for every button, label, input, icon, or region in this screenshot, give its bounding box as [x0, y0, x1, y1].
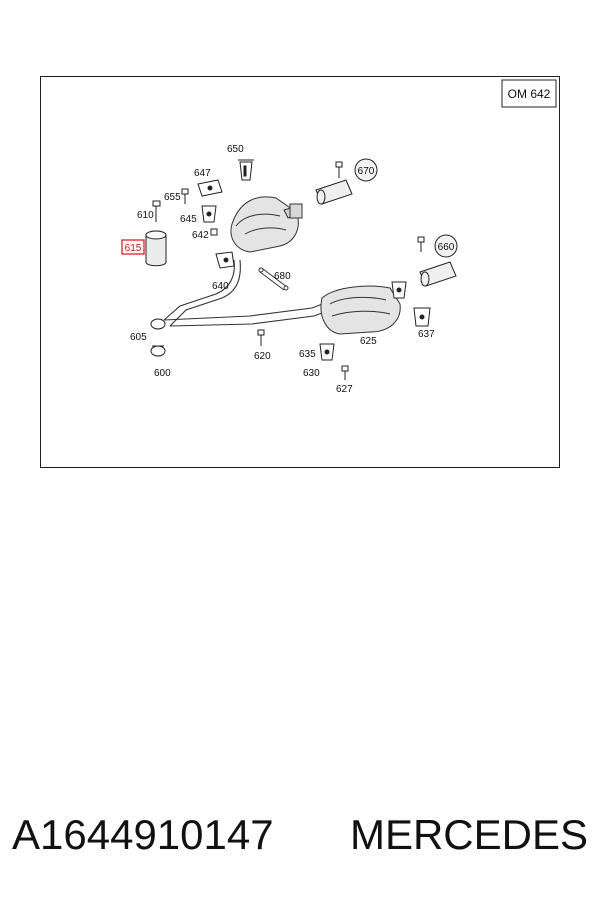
label-642: 642 — [192, 230, 209, 241]
hanger-637 — [413, 307, 431, 327]
rear-silencer — [320, 285, 401, 335]
damper-615 — [145, 230, 167, 267]
label-605: 605 — [130, 332, 147, 343]
reference-660: 660 — [434, 234, 458, 258]
svg-text:660: 660 — [438, 242, 455, 253]
pipe-640 — [163, 259, 241, 327]
label-630: 630 — [303, 368, 320, 379]
exploded-parts-diagram: OM 642 — [40, 76, 560, 468]
label-625: 625 — [360, 336, 377, 347]
label-637: 637 — [418, 329, 435, 340]
label-645: 645 — [180, 214, 197, 225]
brand-name: MERCEDES — [349, 811, 588, 858]
tailpipe-670 — [315, 179, 353, 205]
diagram-border — [40, 76, 560, 468]
product-caption: A1644910147 MERCEDES — [0, 800, 600, 870]
part-number: A1644910147 — [12, 811, 274, 858]
label-635: 635 — [299, 349, 316, 360]
bolt-660 — [417, 236, 425, 252]
label-680: 680 — [274, 271, 291, 282]
clamp-600 — [150, 345, 166, 357]
label-620: 620 — [254, 351, 271, 362]
bracket-647 — [197, 179, 223, 197]
bolt-627 — [341, 365, 349, 380]
bolt-620 — [257, 329, 265, 346]
label-640: 640 — [212, 281, 229, 292]
mount-bracket — [215, 251, 235, 269]
bolt-670 — [335, 161, 343, 178]
rod-680 — [258, 267, 289, 291]
label-600: 600 — [154, 368, 171, 379]
model-label: OM 642 — [508, 87, 551, 101]
model-tag: OM 642 — [501, 79, 557, 108]
label-627: 627 — [336, 384, 353, 395]
label-650: 650 — [227, 144, 244, 155]
nut-642 — [210, 228, 218, 236]
label-655: 655 — [164, 192, 181, 203]
clamp-605 — [150, 318, 166, 330]
hanger-650 — [238, 159, 254, 181]
front-silencer — [230, 196, 303, 253]
hanger-635 — [319, 343, 335, 361]
svg-text:615: 615 — [125, 243, 142, 254]
reference-670: 670 — [354, 158, 378, 182]
label-647: 647 — [194, 168, 211, 179]
bolt-610 — [152, 200, 161, 222]
svg-text:670: 670 — [358, 166, 375, 177]
highlighted-part-615: 615 — [121, 239, 145, 255]
tailpipe-660 — [419, 261, 457, 287]
bolt-655 — [181, 188, 189, 204]
label-610: 610 — [137, 210, 154, 221]
hanger-645 — [201, 205, 217, 223]
hanger-rear-top — [391, 281, 407, 299]
